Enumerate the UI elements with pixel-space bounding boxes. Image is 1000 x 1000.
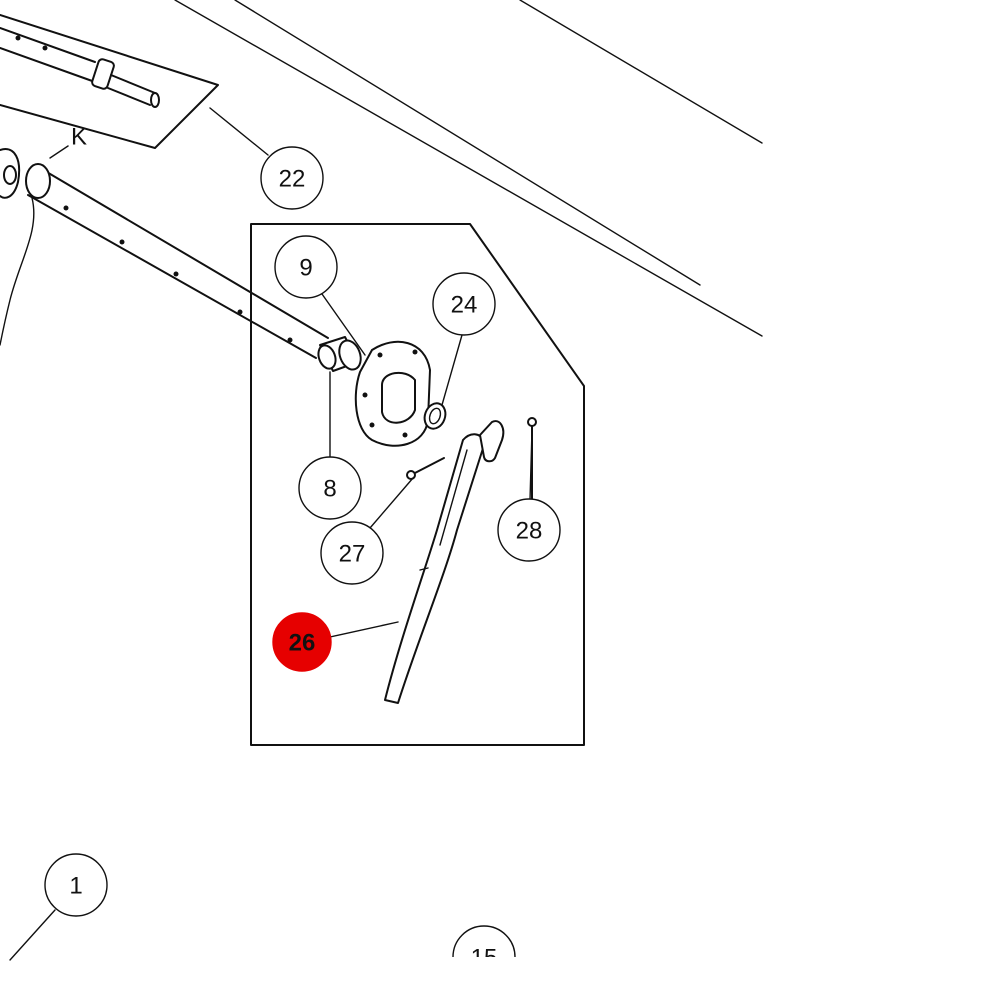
frame-lines [174,0,763,337]
callout-15[interactable]: 15 [452,925,516,988]
callout-22[interactable]: 22 [260,146,324,210]
callout-8-label: 8 [323,476,336,503]
o-ring-part [423,402,447,430]
inset-box [250,223,585,746]
callout-27[interactable]: 27 [320,521,384,585]
callout-15-label: 15 [471,945,498,972]
callout-28[interactable]: 28 [497,498,561,562]
leader-lines [9,107,533,961]
detail-marker-k: K [49,124,87,159]
callout-9-label: 9 [299,255,312,282]
detail-letter: K [71,124,87,151]
callout-1[interactable]: 1 [44,853,108,917]
callout-28-label: 28 [516,518,543,545]
callout-24[interactable]: 24 [432,272,496,336]
callout-26[interactable]: 26 [272,612,332,672]
lever-arm-part [384,420,505,704]
callout-26-label: 26 [289,630,316,657]
bolt-part [406,457,445,480]
bushing-part [317,336,362,372]
detail-panel-22 [0,14,219,149]
callout-8[interactable]: 8 [298,456,362,520]
main-shaft [0,148,329,359]
callout-27-label: 27 [339,541,366,568]
callout-22-label: 22 [279,166,306,193]
callout-1-label: 1 [69,873,82,900]
flange-plate-part [354,340,431,447]
callout-9[interactable]: 9 [274,235,338,299]
callout-24-label: 24 [451,292,478,319]
